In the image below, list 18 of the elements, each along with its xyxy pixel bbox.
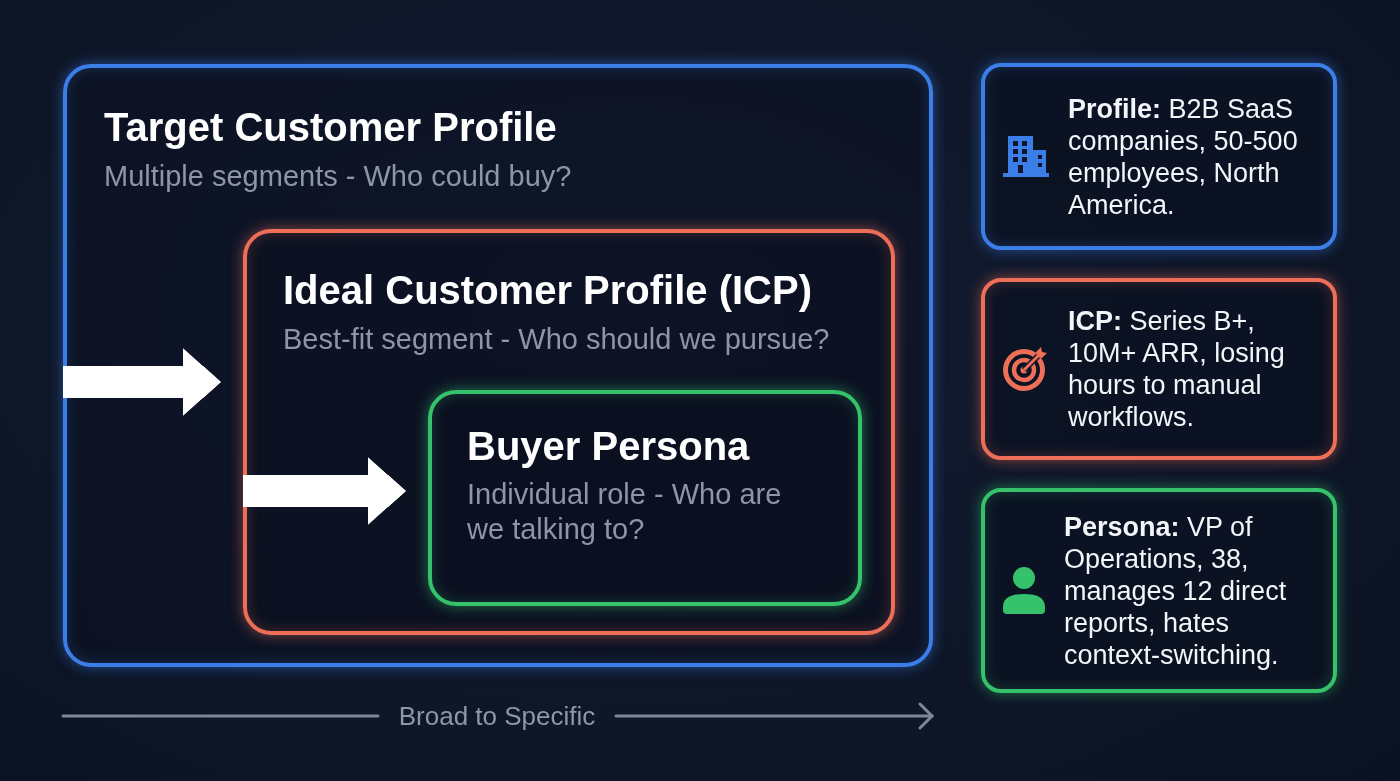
segment-box [243, 229, 895, 635]
info-card [981, 63, 1337, 250]
card-text: ICP: Series B+, 10M+ ARR, losing hours to manual workflows. [1068, 305, 1286, 433]
box-title: Target Customer Profile [104, 105, 557, 149]
info-card [981, 278, 1337, 460]
card-text: Profile: B2B SaaS companies, 50-500 employees, North America. [1068, 92, 1299, 221]
box-title: Ideal Customer Profile (ICP) [283, 268, 812, 312]
card-text: Persona: VP of Operations, 38, manages 12 direct reports, hates context-switching. [1064, 510, 1288, 671]
block-arrow [243, 457, 406, 525]
box-title: Buyer Persona [467, 424, 750, 468]
segment-box [428, 390, 862, 606]
segment-box [63, 64, 933, 667]
box-subtitle: Individual role - Who are we talking to? [467, 477, 783, 547]
box-subtitle: Best-fit segment - Who should we pursue? [283, 322, 831, 357]
direction-label: Broad to Specific [398, 701, 596, 731]
info-card [981, 488, 1337, 693]
block-arrow [63, 348, 221, 416]
box-subtitle: Multiple segments - Who could buy? [104, 159, 573, 194]
